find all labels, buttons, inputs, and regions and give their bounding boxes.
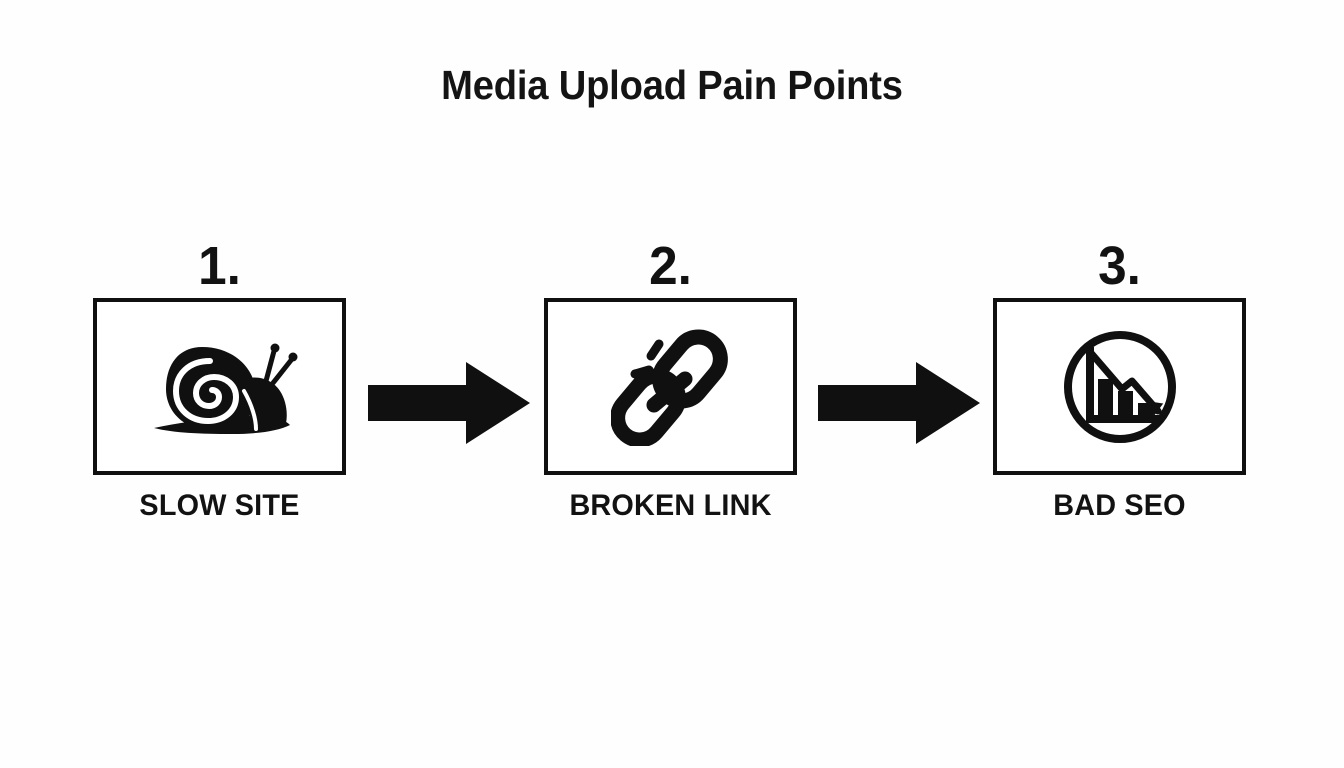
step-label-2: BROKEN LINK (569, 489, 772, 522)
arrow-1-to-2 (368, 362, 530, 444)
arrow-2-to-3 (818, 362, 980, 444)
page-title: Media Upload Pain Points (441, 62, 903, 108)
step-number-1: 1. (198, 236, 241, 296)
step-icon-box-2 (544, 298, 797, 475)
step-number-2: 2. (649, 236, 692, 296)
step-number-3: 3. (1098, 236, 1141, 296)
snail-icon (140, 335, 300, 439)
step-card-2[interactable]: 2. (544, 236, 797, 523)
broken-chain-link-icon (610, 328, 731, 446)
step-card-3[interactable]: 3. (993, 236, 1246, 523)
step-card-1[interactable]: 1. (93, 236, 346, 523)
step-label-3: BAD SEO (1053, 489, 1186, 522)
step-label-1: SLOW SITE (139, 489, 300, 522)
step-icon-box-1 (93, 298, 346, 475)
step-icon-box-3 (993, 298, 1246, 475)
declining-bar-chart-circle-icon (1060, 327, 1180, 447)
